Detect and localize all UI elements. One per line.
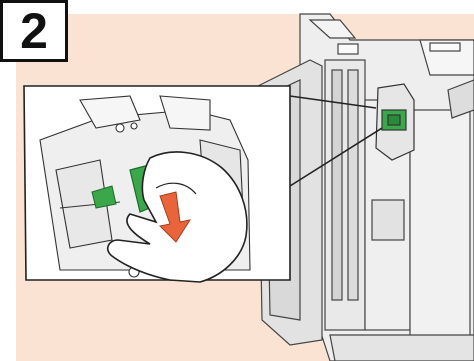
step-badge: 2 xyxy=(0,0,68,62)
stapler-unit xyxy=(376,84,414,160)
zoom-inset xyxy=(24,86,290,282)
step-number: 2 xyxy=(20,6,48,56)
